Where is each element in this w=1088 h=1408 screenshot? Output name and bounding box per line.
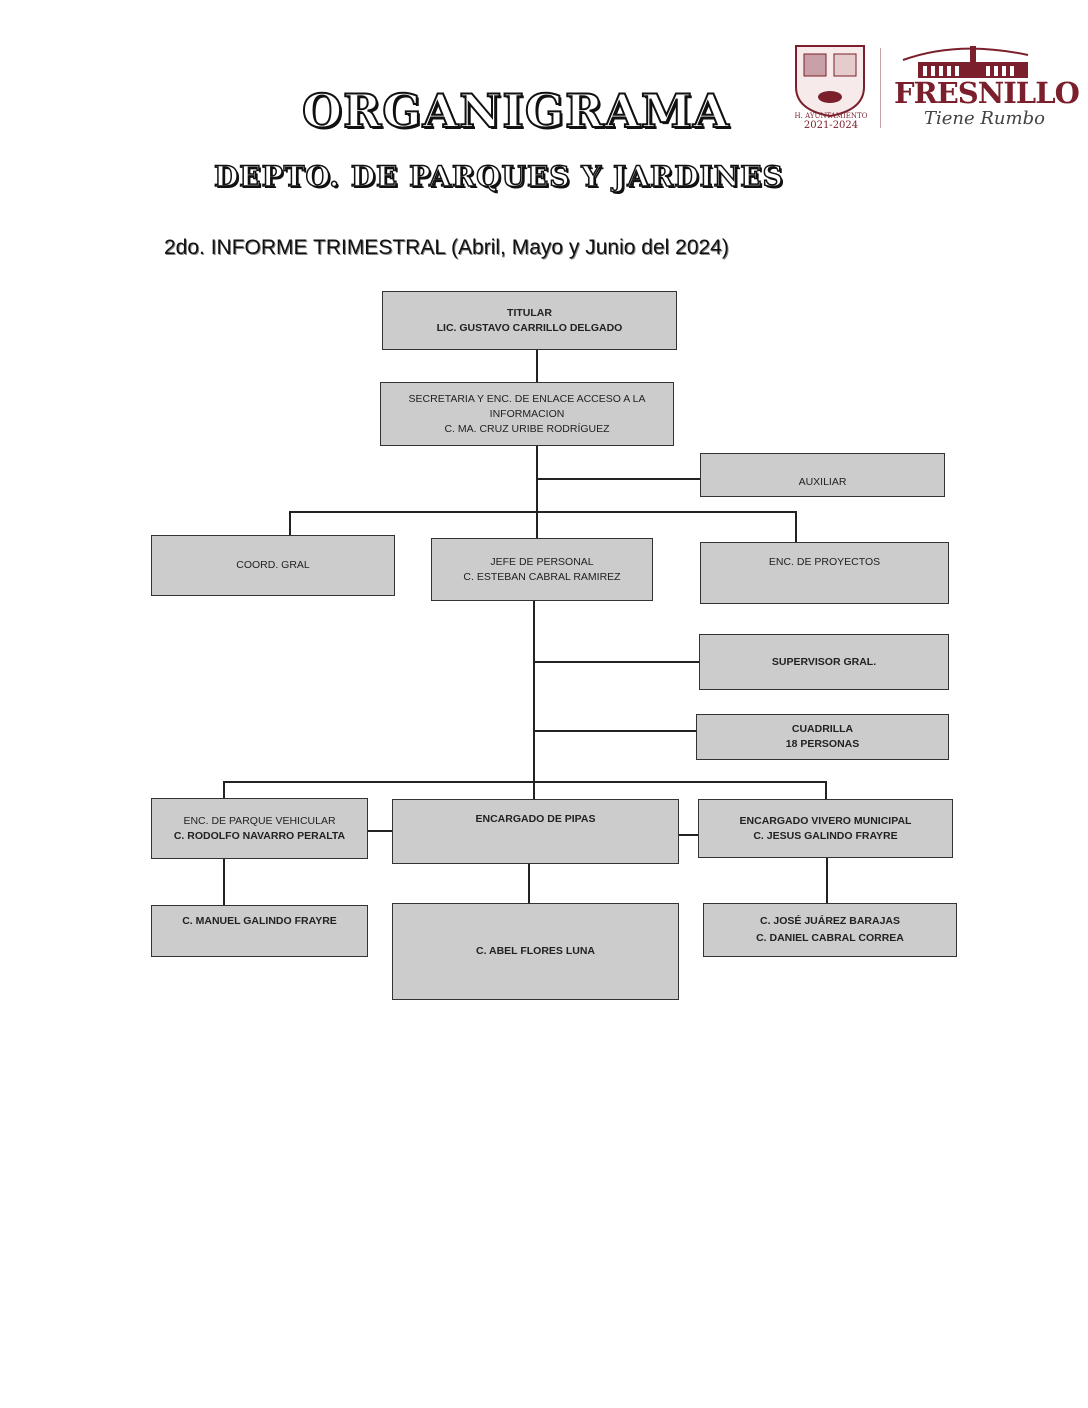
connector-line xyxy=(368,830,392,832)
connector-line xyxy=(223,859,225,905)
connector-line xyxy=(528,864,530,903)
brand-name: FRESNILLO xyxy=(894,76,1080,110)
box-coord-gral: COORD. GRAL xyxy=(151,535,395,596)
box-pipas: ENCARGADO DE PIPAS xyxy=(392,799,679,864)
connector-line xyxy=(536,478,700,480)
connector-line xyxy=(289,511,291,535)
report-period: 2do. INFORME TRIMESTRAL (Abril, Mayo y J… xyxy=(164,236,729,259)
connector-line xyxy=(536,446,538,538)
box-auxiliar: AUXILIAR xyxy=(700,453,945,497)
city-skyline-icon xyxy=(902,46,1029,78)
box-abel: C. ABEL FLORES LUNA xyxy=(392,903,679,1000)
box-proyectos: ENC. DE PROYECTOS xyxy=(700,542,949,604)
connector-line xyxy=(223,781,225,798)
page-title: ORGANIGRAMA xyxy=(301,83,730,139)
seal-icon xyxy=(795,45,865,117)
box-manuel: C. MANUEL GALINDO FRAYRE xyxy=(151,905,368,957)
connector-line xyxy=(826,858,828,903)
connector-line xyxy=(289,511,796,513)
connector-line xyxy=(825,781,827,799)
connector-line xyxy=(223,781,826,783)
connector-line xyxy=(679,834,698,836)
box-supervisor: SUPERVISOR GRAL. xyxy=(699,634,949,690)
connector-line xyxy=(533,661,700,663)
brand-tagline: Tiene Rumbo xyxy=(924,108,1045,129)
page-subtitle: DEPTO. DE PARQUES Y JARDINES xyxy=(213,159,784,194)
connector-line xyxy=(533,601,535,799)
connector-line xyxy=(533,730,696,732)
connector-line xyxy=(795,511,797,542)
connector-line xyxy=(536,350,538,382)
